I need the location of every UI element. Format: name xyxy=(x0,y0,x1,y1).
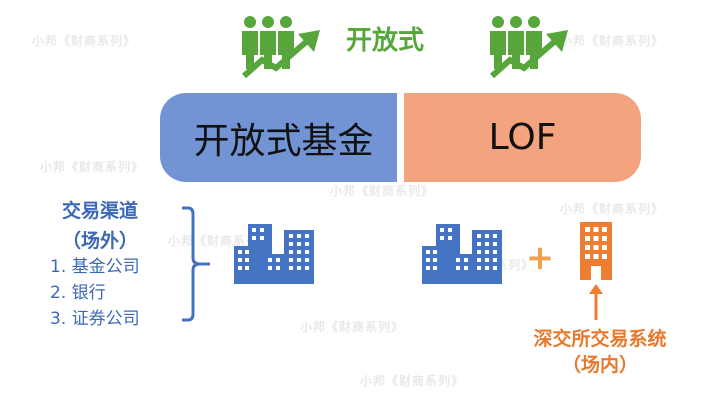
buildings-icon xyxy=(234,224,314,284)
watermark: 小邦《财商系列》 xyxy=(360,374,465,388)
up-arrow-icon xyxy=(589,284,603,320)
list-item: 2. 银行 xyxy=(50,283,106,303)
list-item: 3. 证券公司 xyxy=(50,309,140,329)
list-item: 1. 基金公司 xyxy=(50,257,140,277)
buildings-icon xyxy=(422,224,502,284)
watermark: 小邦《财商系列》 xyxy=(40,160,145,174)
channel-title: 交易渠道 xyxy=(61,200,138,222)
lof-label: LOF xyxy=(488,117,557,158)
people-growth-icon xyxy=(490,16,568,79)
header-title: 开放式 xyxy=(345,26,424,56)
watermark: 小邦《财商系列》 xyxy=(32,34,137,48)
plus-sign: + xyxy=(525,238,555,278)
exchange-subtitle: （场内） xyxy=(561,354,638,376)
channel-list: 1. 基金公司 2. 银行 3. 证券公司 xyxy=(50,254,140,332)
watermark: 小邦《财商系列》 xyxy=(560,202,665,216)
people-growth-icon xyxy=(242,16,320,79)
open-fund-bar: 开放式基金 xyxy=(160,93,397,182)
exchange-title: 深交所交易系统 xyxy=(533,328,667,350)
office-tower-icon xyxy=(580,222,612,280)
watermark: 小邦《财商系列》 xyxy=(300,320,405,334)
lof-bar: LOF xyxy=(404,93,641,182)
offsite-channel-title: 交易渠道 （场外） xyxy=(40,196,160,256)
watermark: 小邦《财商系列》 xyxy=(330,184,435,198)
channel-subtitle: （场外） xyxy=(61,230,138,252)
brace-icon xyxy=(182,206,210,322)
watermark: 小邦《财商系列》 xyxy=(560,34,665,48)
open-fund-label: 开放式基金 xyxy=(193,120,374,162)
